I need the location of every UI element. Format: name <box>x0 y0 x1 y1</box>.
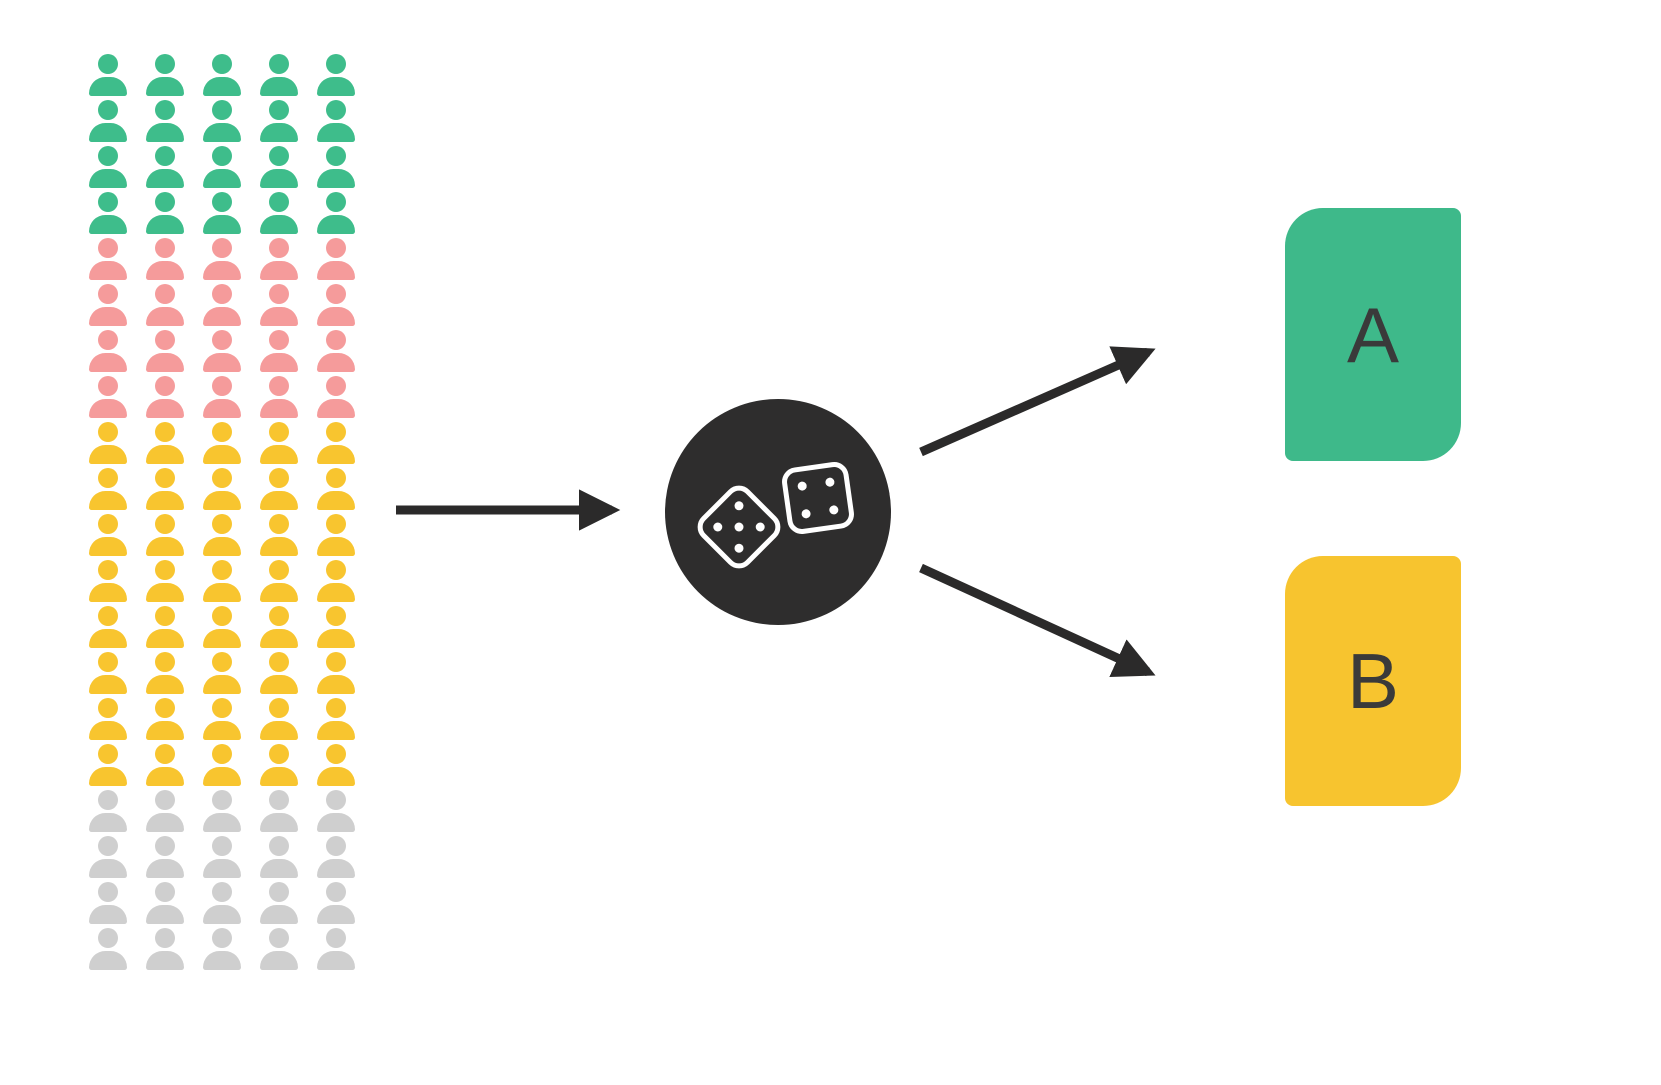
group-card-b: B <box>1285 556 1461 806</box>
group-b-label: B <box>1346 637 1400 725</box>
randomizer-circle <box>665 399 891 625</box>
group-card-a: A <box>1285 208 1461 461</box>
dice-icon <box>697 462 854 569</box>
arrow-to-group-b <box>919 563 1156 678</box>
die-five-icon <box>697 485 781 569</box>
arrow-to-group-a <box>919 346 1156 457</box>
group-a-label: A <box>1346 290 1400 379</box>
die-four-icon <box>782 462 854 534</box>
